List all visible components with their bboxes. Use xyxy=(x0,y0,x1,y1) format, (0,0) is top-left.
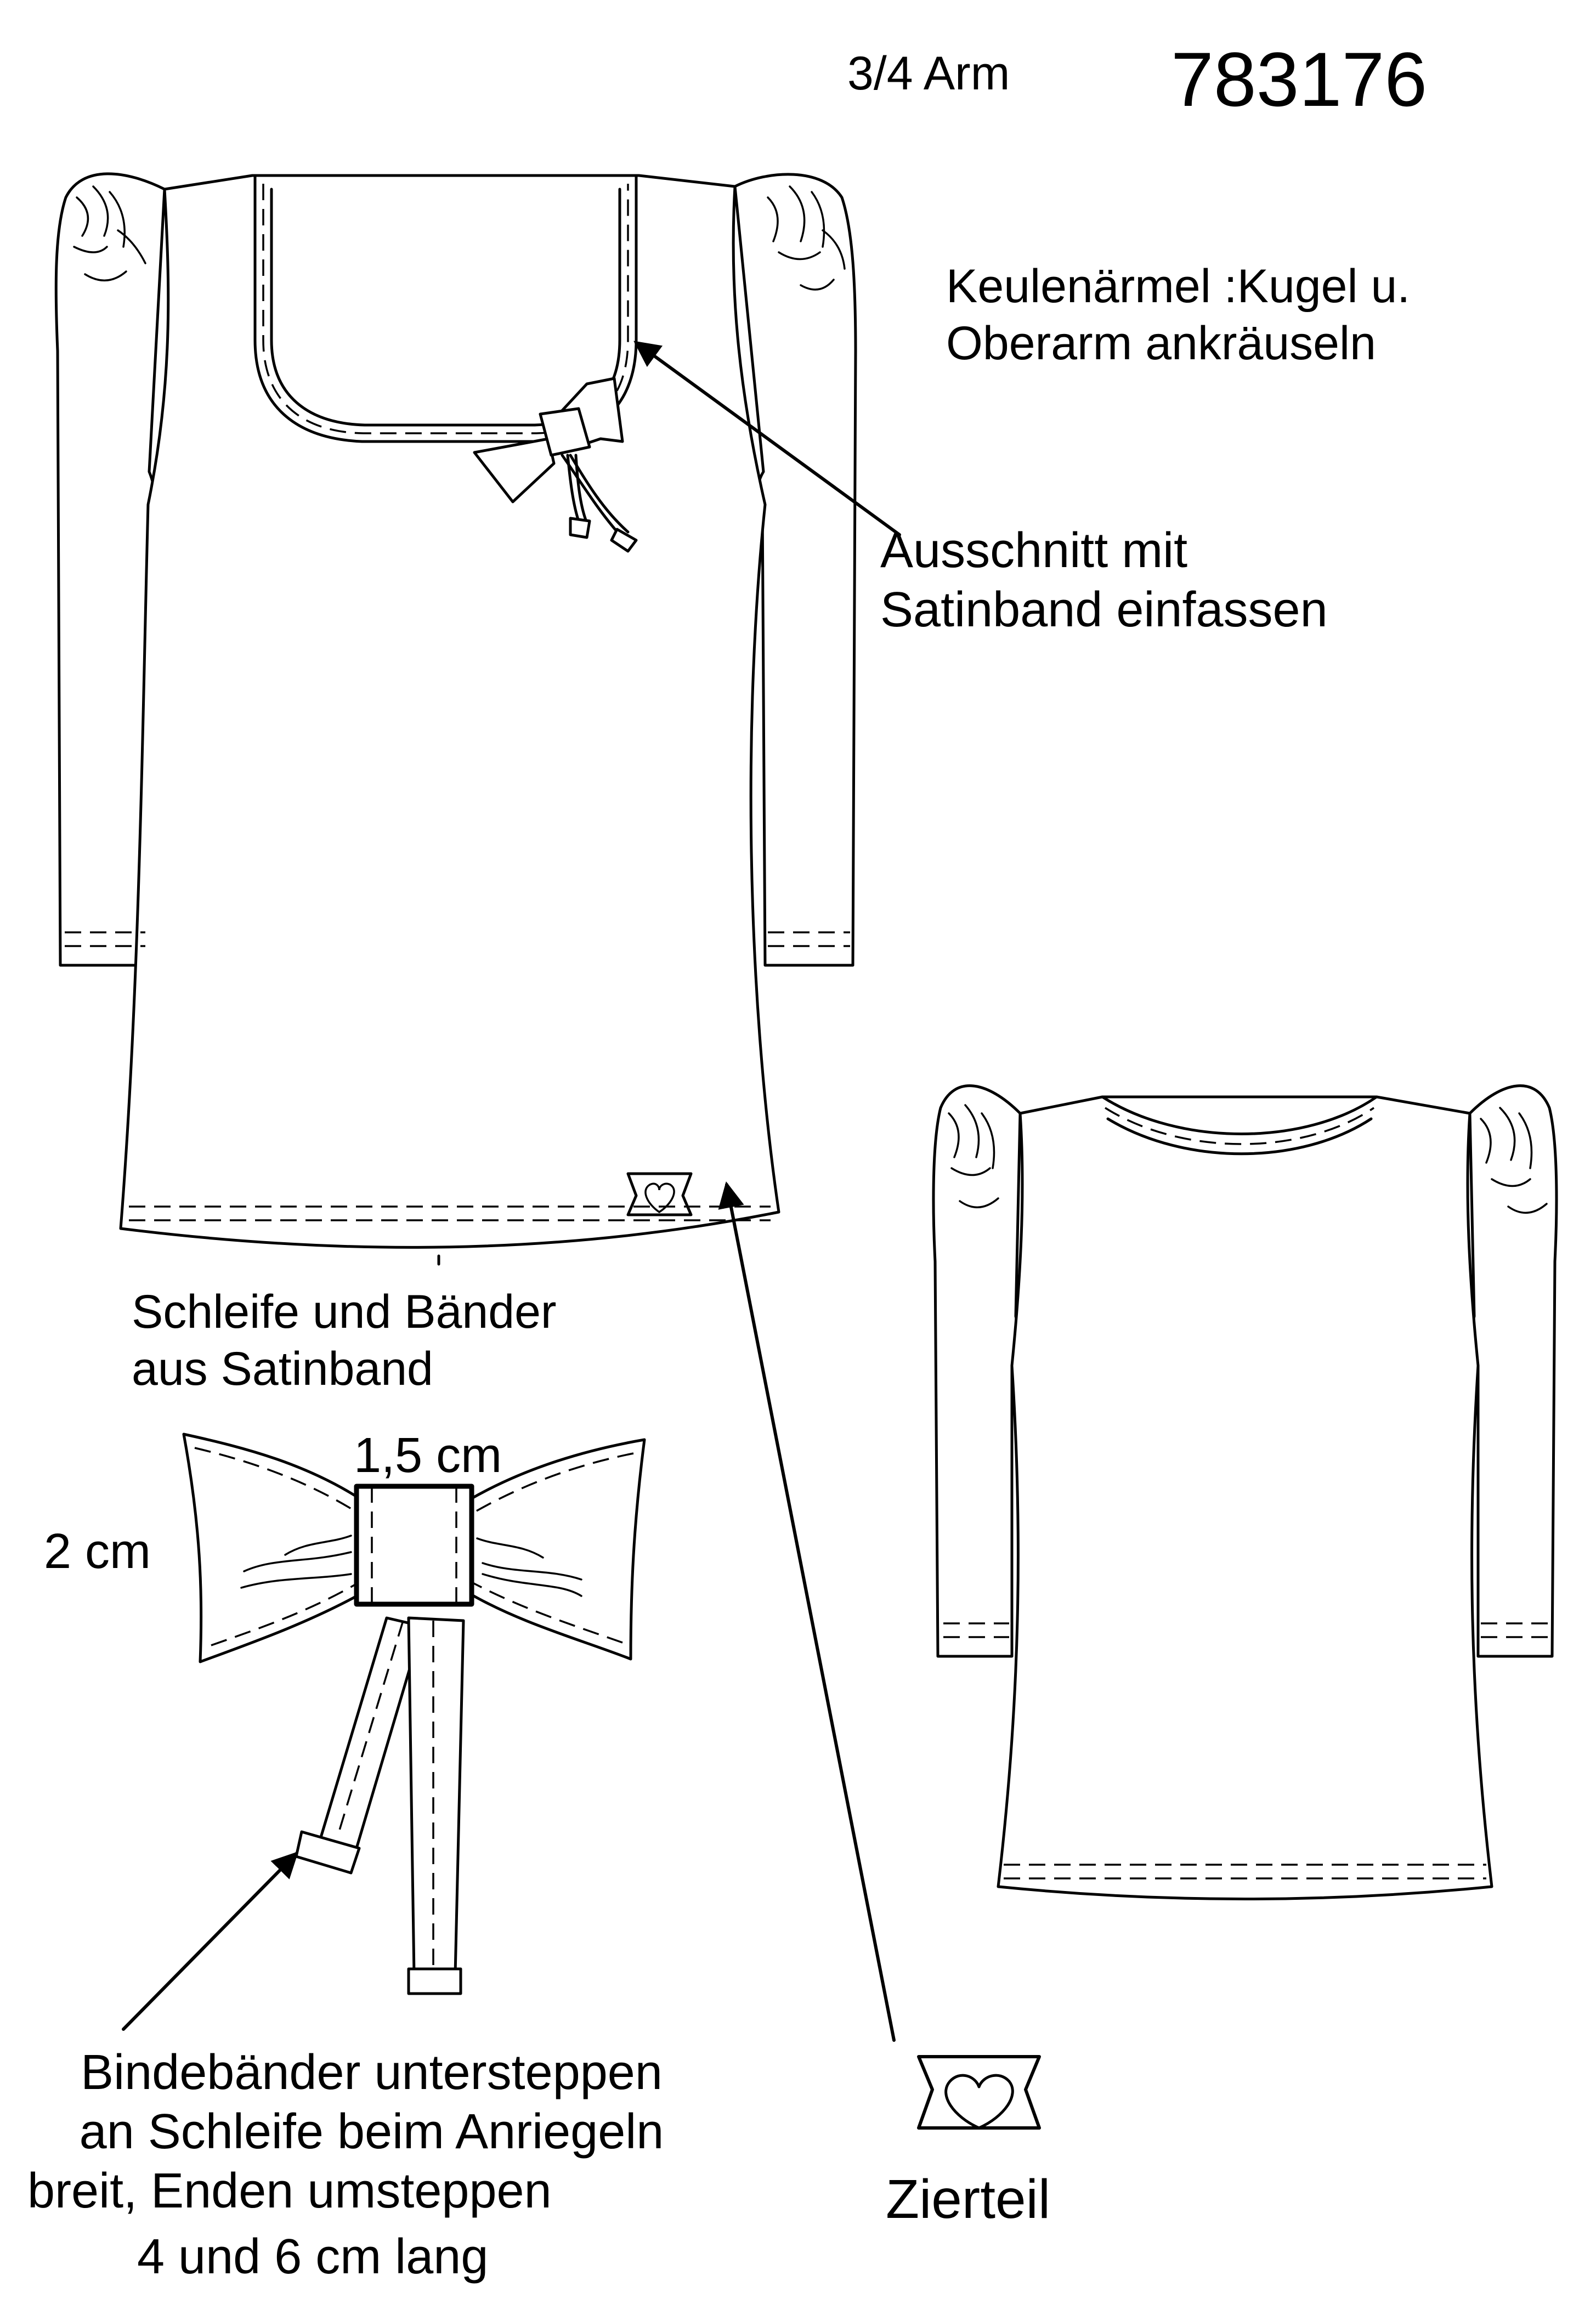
dimension-width: 1,5 cm xyxy=(354,1428,502,1483)
sleeve-note: Keulenärmel :Kugel u. Oberarm ankräuseln xyxy=(946,258,1410,372)
bow-material-note: Schleife und Bänder aus Satinband xyxy=(132,1283,557,1397)
front-sleeve-gathers xyxy=(73,185,846,291)
arrow-ornament xyxy=(718,1181,896,2042)
neckline-note-line: Ausschnitt mit xyxy=(880,523,1188,578)
ties-note: Bindebänder untersteppen an Schleife bei… xyxy=(27,2043,716,2286)
back-left-sleeve xyxy=(932,1084,1022,1658)
ornament-detail xyxy=(917,2055,1041,2130)
ornament-label: Zierteil xyxy=(886,2169,1051,2230)
back-body xyxy=(997,1095,1493,1900)
leader-lines xyxy=(122,341,901,2042)
sleeve-note-line: Oberarm ankräuseln xyxy=(946,317,1376,370)
back-sleeve-gathers xyxy=(948,1104,1548,1214)
neckline-note: Ausschnitt mit Satinband einfassen xyxy=(880,521,1328,639)
ties-note-line: 4 und 6 cm lang xyxy=(137,2229,489,2284)
bow-left-wing xyxy=(182,1433,364,1663)
front-body xyxy=(119,174,780,1249)
front-small-bow xyxy=(473,377,638,553)
arrow-neckline xyxy=(633,341,901,536)
back-neckline xyxy=(1101,1095,1378,1135)
sleeve-length-label: 3/4 Arm xyxy=(847,47,1010,100)
sleeve-note-line: Keulenärmel :Kugel u. xyxy=(946,260,1411,313)
bow-long-tail xyxy=(407,1616,465,1976)
bow-material-line: aus Satinband xyxy=(132,1343,433,1395)
bow-knot xyxy=(354,1484,474,1607)
neckline-note-line: Satinband einfassen xyxy=(880,582,1328,637)
ties-note-line: Bindebänder untersteppen xyxy=(81,2045,663,2100)
front-view xyxy=(54,172,857,1249)
ties-note-line: breit, Enden umsteppen xyxy=(27,2164,552,2218)
model-number: 783176 xyxy=(1171,36,1428,122)
bow-short-tail xyxy=(319,1616,424,1850)
bow-right-wing xyxy=(467,1438,646,1661)
bow-detail xyxy=(182,1433,646,1995)
arrow-ties xyxy=(122,1851,299,2031)
front-neckline-outer xyxy=(253,174,638,443)
front-hem-ornament xyxy=(626,1172,693,1216)
dimension-height: 2 cm xyxy=(44,1524,151,1579)
back-view xyxy=(932,1084,1558,1900)
ties-note-line: an Schleife beim Anriegeln xyxy=(79,2104,664,2159)
back-right-sleeve xyxy=(1468,1084,1558,1658)
front-neckline-stitch xyxy=(262,184,629,434)
bow-material-line: Schleife und Bänder xyxy=(132,1286,557,1338)
